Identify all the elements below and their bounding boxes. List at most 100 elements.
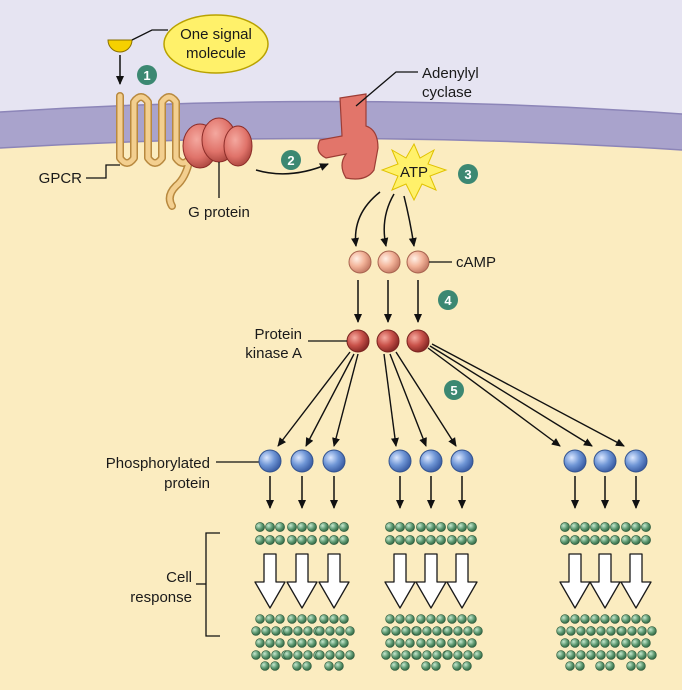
response-molecule [329,614,339,624]
response-molecule [457,522,467,532]
amplification-arrow [415,553,447,609]
step-number: 5 [450,383,457,398]
response-molecule [251,626,261,636]
response-molecule [457,535,467,545]
response-molecule [560,535,570,545]
response-molecule [345,650,355,660]
camp-molecule [406,250,430,274]
pka-label-line1: Protein [254,326,302,343]
phosphorylated-protein [419,449,443,473]
response-molecule [606,626,616,636]
response-molecule [287,522,297,532]
response-molecule [447,614,457,624]
response-molecule [605,661,615,671]
amplification-arrow [254,553,286,609]
camp-molecule [348,250,372,274]
step-number: 1 [143,68,150,83]
response-molecule [271,650,281,660]
response-molecule [637,650,647,660]
response-molecule [600,614,610,624]
response-molecule [610,638,620,648]
step-badge: 3 [458,164,478,184]
response-molecule [287,535,297,545]
signal-molecule [107,39,133,53]
response-molecule [565,661,575,671]
signal-label-line1: One signal [180,26,252,43]
phosphorylated-protein [322,449,346,473]
response-molecule [617,650,627,660]
activation-arrow [255,163,329,175]
response-molecule [275,614,285,624]
response-molecule [319,522,329,532]
response-molecule [432,626,442,636]
gpcr-fill [117,93,193,209]
cell-response-bracket [205,532,220,637]
response-molecule [255,614,265,624]
response-molecule [641,614,651,624]
response-molecule [596,626,606,636]
response-molecule [287,638,297,648]
amplification-arrow [286,553,318,609]
signal-label-line2: molecule [186,45,246,62]
response-molecule [324,661,334,671]
response-molecule [590,614,600,624]
response-molecule [265,522,275,532]
response-molecule [381,650,391,660]
response-molecule [307,535,317,545]
response-molecule [315,626,325,636]
step-number: 3 [464,167,471,182]
step-badge: 2 [281,150,301,170]
response-molecule [395,522,405,532]
response-molecule [447,535,457,545]
pka-to-protein-arrow [277,351,351,447]
amplification-arrow [589,553,621,609]
atp-burst [380,142,448,202]
response-molecule [610,522,620,532]
response-molecule [453,650,463,660]
phosphorylated-protein [450,449,474,473]
step-badge: 4 [438,290,458,310]
pka-to-protein-arrow [305,353,355,447]
step-badge: 5 [444,380,464,400]
response-molecule [590,638,600,648]
gpcr-label: GPCR [39,170,83,187]
response-molecule [647,626,657,636]
response-molecule [275,638,285,648]
amplification-arrow [384,553,416,609]
response-molecule [405,535,415,545]
step-number: 4 [444,293,452,308]
response-molecule [401,650,411,660]
response-molecule [647,650,657,660]
adenylyl-cyclase [317,93,379,180]
response-molecule [457,638,467,648]
response-molecule [600,535,610,545]
response-molecule [426,535,436,545]
response-molecule [303,650,313,660]
signal-bubble [163,14,269,74]
response-molecule [334,661,344,671]
response-molecule [627,626,637,636]
response-molecule [390,661,400,671]
g-protein-label: G protein [188,204,250,221]
phosphorylated-protein [388,449,412,473]
response-molecule [385,614,395,624]
response-molecule [576,650,586,660]
response-molecule [627,650,637,660]
protein-kinase-a [376,329,400,353]
protein-kinase-a [406,329,430,353]
response-molecule [297,522,307,532]
pka-to-protein-arrow [429,345,593,447]
response-molecule [576,626,586,636]
gpcr-leader-line [86,164,120,179]
cell-label-line2: response [130,589,192,606]
response-molecule [617,626,627,636]
response-molecule [621,535,631,545]
response-molecule [401,626,411,636]
phosphorylated-protein [624,449,648,473]
response-molecule [400,661,410,671]
response-molecule [556,626,566,636]
response-molecule [626,661,636,671]
atp-to-camp-arrow [351,191,381,247]
pka-to-protein-arrow [427,347,561,447]
response-molecule [381,626,391,636]
